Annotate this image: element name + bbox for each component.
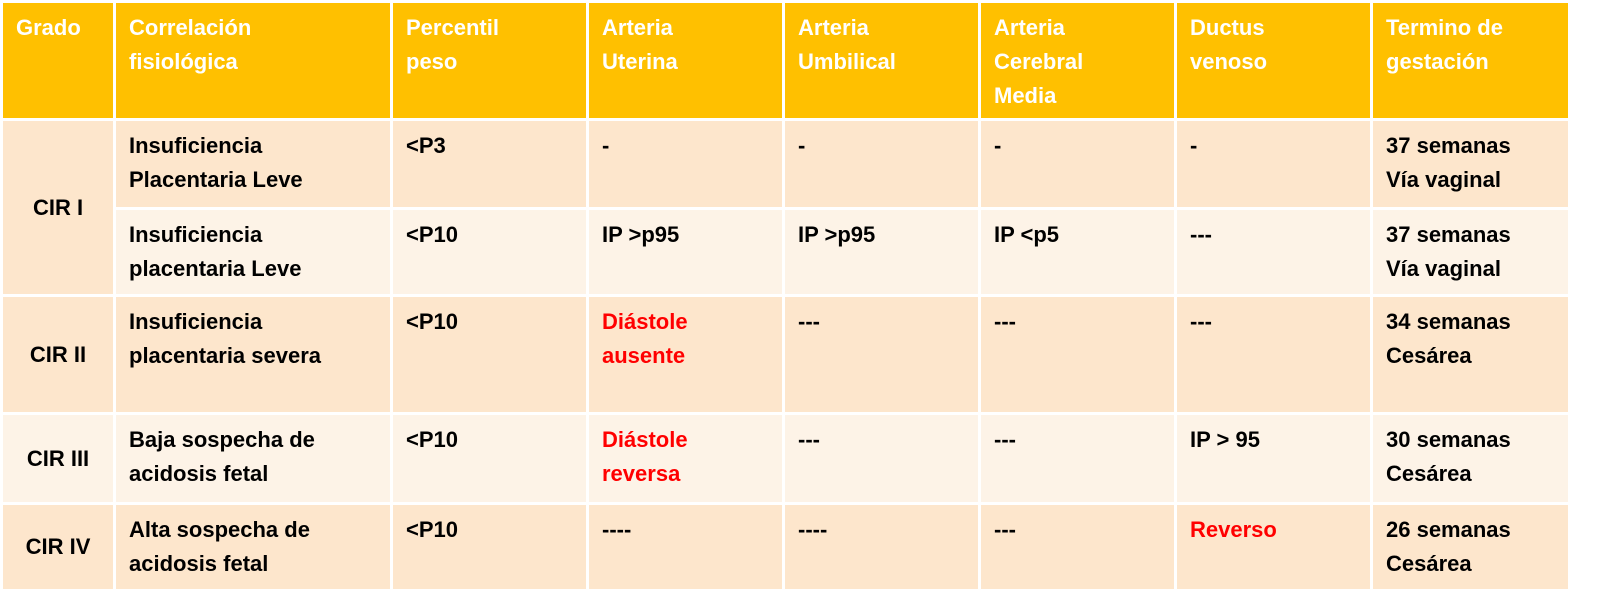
uterina-cell: IP >p95 (586, 207, 785, 297)
grade-cell: CIR III (0, 412, 116, 505)
header-termino: Termino de gestación (1370, 0, 1571, 121)
header-line: peso (406, 49, 458, 74)
ductus-cell: IP > 95 (1174, 412, 1373, 505)
header-line: Correlación (129, 15, 252, 40)
umbilical-cell: --- (782, 412, 981, 505)
header-ductus: Ductus venoso (1174, 0, 1373, 121)
cell-line: 30 semanas (1386, 427, 1511, 452)
header-row: Grado Correlación fisiológica Percentil pe… (0, 0, 1571, 121)
cell-line: placentaria Leve (129, 256, 302, 281)
cell-line: ausente (602, 343, 686, 368)
table-row: CIR III Baja sospecha de acidosis fetal <… (0, 412, 1571, 505)
header-line: Media (994, 83, 1057, 108)
cell-line: Diástole (602, 427, 688, 452)
correlacion-cell: Insuficiencia placentaria severa (113, 294, 393, 415)
cell-line: acidosis fetal (129, 551, 269, 576)
header-line: Percentil (406, 15, 499, 40)
grade-cell: CIR I (0, 118, 116, 297)
cell-line: 37 semanas (1386, 133, 1511, 158)
uterina-cell: - (586, 118, 785, 210)
ductus-cell-alert: Reverso (1174, 502, 1373, 592)
uterina-cell-alert: Diástole reversa (586, 412, 785, 505)
header-line: Termino de (1386, 15, 1503, 40)
cell-line: Baja sospecha de (129, 427, 315, 452)
header-line: Arteria (994, 15, 1065, 40)
cerebral-cell: - (978, 118, 1177, 210)
percentil-cell: <P10 (390, 207, 589, 297)
header-line: fisiológica (129, 49, 238, 74)
cerebral-cell: --- (978, 502, 1177, 592)
cerebral-cell: --- (978, 412, 1177, 505)
cell-line: Cesárea (1386, 551, 1472, 576)
cell-line: acidosis fetal (129, 461, 269, 486)
header-percentil: Percentil peso (390, 0, 589, 121)
ductus-cell: --- (1174, 294, 1373, 415)
cell-line: Cesárea (1386, 343, 1472, 368)
cell-line: Diástole (602, 309, 688, 334)
cell-line: 34 semanas (1386, 309, 1511, 334)
percentil-cell: <P10 (390, 502, 589, 592)
grade-label: CIR II (29, 341, 87, 367)
cell-line: Vía vaginal (1386, 256, 1501, 281)
grade-label: CIR IV (25, 534, 91, 559)
header-line: venoso (1190, 49, 1268, 74)
table-row: Insuficiencia placentaria Leve <P10 IP >p… (2, 207, 1571, 297)
cell-line: Vía vaginal (1386, 167, 1501, 192)
umbilical-cell: ---- (782, 502, 981, 592)
cerebral-cell: IP <p5 (978, 207, 1177, 297)
umbilical-cell: --- (782, 294, 981, 415)
cerebral-cell: --- (978, 294, 1177, 415)
percentil-cell: <P10 (390, 294, 589, 415)
cell-line: Insuficiencia (129, 222, 263, 247)
grade-label: CIR III (26, 445, 90, 471)
uterina-cell: ---- (586, 502, 785, 592)
header-line: Arteria (602, 15, 673, 40)
cell-line: Alta sospecha de (129, 517, 310, 542)
header-grado: Grado (0, 0, 116, 121)
grade-label: CIR I (32, 194, 84, 220)
correlacion-cell: Alta sospecha de acidosis fetal (113, 502, 393, 592)
header-line: Ductus (1190, 15, 1265, 40)
correlacion-cell: Baja sospecha de acidosis fetal (113, 412, 393, 505)
correlacion-cell: Insuficiencia placentaria Leve (113, 207, 393, 297)
cell-line: 26 semanas (1386, 517, 1511, 542)
header-line: gestación (1386, 49, 1489, 74)
percentil-cell: <P3 (390, 118, 589, 210)
table-row: CIR IV Alta sospecha de acidosis fetal <P… (0, 502, 1571, 592)
grade-cell: CIR II (0, 294, 116, 415)
umbilical-cell: - (782, 118, 981, 210)
header-correlacion: Correlación fisiológica (113, 0, 393, 121)
table-row: CIR II Insuficiencia placentaria severa <… (0, 294, 1571, 415)
header-line: Arteria (798, 15, 869, 40)
cell-line: placentaria severa (129, 343, 322, 368)
cell-line: Placentaria Leve (129, 167, 303, 192)
header-line: Umbilical (798, 49, 896, 74)
cell-line: 37 semanas (1386, 222, 1511, 247)
uterina-cell-alert: Diástole ausente (586, 294, 785, 415)
umbilical-cell: IP >p95 (782, 207, 981, 297)
header-line: Uterina (602, 49, 678, 74)
percentil-cell: <P10 (390, 412, 589, 505)
ductus-cell: - (1174, 118, 1373, 210)
cell-line: Insuficiencia (129, 309, 263, 334)
header-grado-label: Grado (16, 15, 81, 40)
header-line: Cerebral (994, 49, 1084, 74)
ductus-cell: --- (1174, 207, 1373, 297)
grade-cell: CIR IV (0, 502, 116, 592)
cell-line: Cesárea (1386, 461, 1472, 486)
cell-line: reversa (602, 461, 681, 486)
cell-line: Insuficiencia (129, 133, 263, 158)
